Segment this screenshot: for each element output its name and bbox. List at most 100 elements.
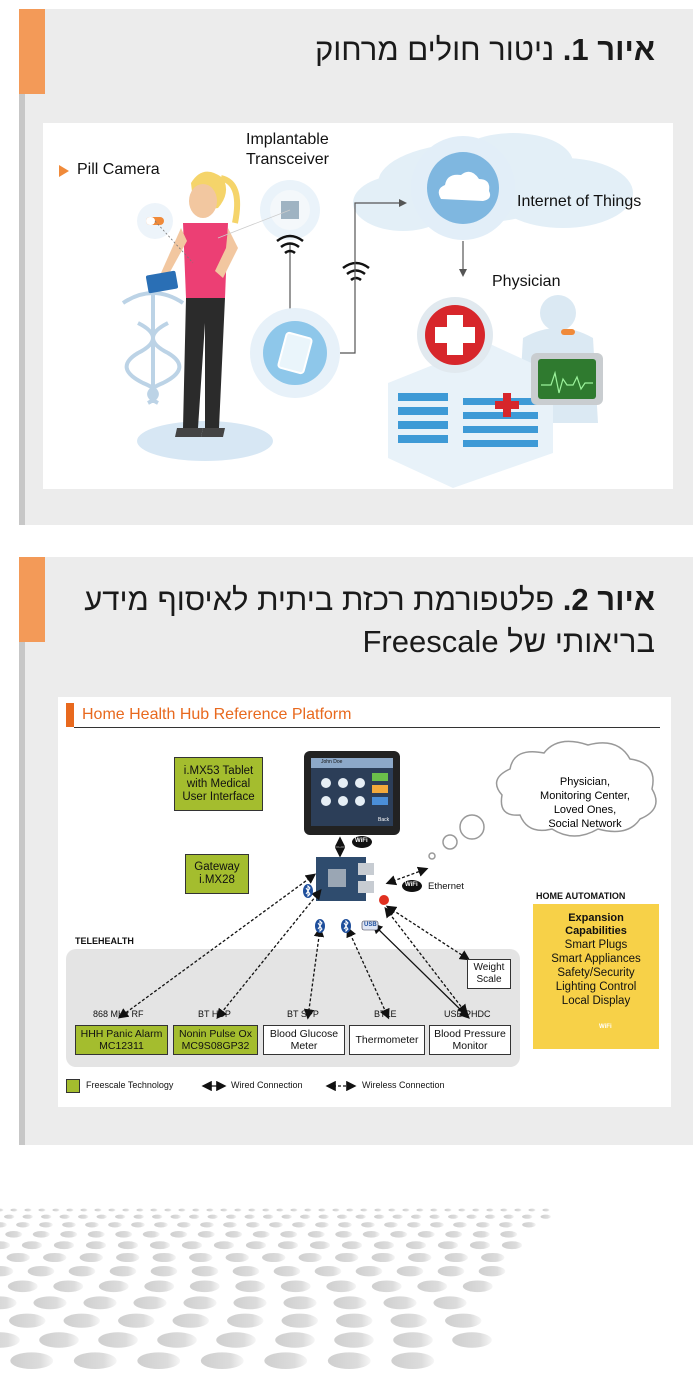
device-box-blood-pressure: Blood Pressure Monitor — [429, 1025, 511, 1055]
decorative-dot — [262, 1208, 270, 1212]
decorative-dot — [355, 1214, 366, 1219]
decorative-dot — [437, 1241, 459, 1250]
tablet-screen-back: Back — [378, 817, 390, 823]
decorative-dot — [333, 1296, 367, 1310]
decorative-dot — [200, 1352, 244, 1370]
decorative-dot — [528, 1208, 536, 1212]
decorative-dot — [390, 1313, 427, 1328]
decorative-dot — [281, 1313, 318, 1328]
automation-item: Smart Appliances — [551, 953, 641, 965]
decorative-dot — [472, 1208, 480, 1212]
home-automation-title: HOME AUTOMATION — [536, 891, 626, 901]
decorative-dot — [197, 1231, 215, 1238]
mobile-device-bubble — [250, 308, 340, 398]
decorative-dot — [290, 1208, 298, 1212]
decorative-dot — [133, 1296, 167, 1310]
decorative-dot — [164, 1208, 172, 1212]
physician-label: Physician — [492, 273, 561, 290]
decorative-dot — [337, 1214, 348, 1219]
figure-1-illustration: Pill Camera Implantable Transceiver Inte… — [43, 123, 673, 489]
decorative-dot — [453, 1222, 467, 1228]
decorative-dot — [501, 1241, 523, 1250]
decorative-dot — [87, 1231, 105, 1238]
decorative-dot — [53, 1241, 75, 1250]
implantable-label-line2: Transceiver — [246, 151, 329, 168]
decorative-dot — [276, 1208, 284, 1212]
decorative-dot — [10, 1208, 18, 1212]
cloud-label-line2: Monitoring Center, — [540, 790, 630, 802]
decorative-dot — [346, 1208, 354, 1212]
decorative-dot — [189, 1280, 220, 1293]
decorative-dot — [85, 1222, 99, 1228]
decorative-dot — [390, 1231, 408, 1238]
figure-2-title-line1: פלטפורמת רכזת ביתית לאיסוף מידע — [84, 582, 555, 617]
device-line: Blood Glucose — [269, 1028, 339, 1040]
decorative-dot — [24, 1208, 32, 1212]
decorative-dot — [191, 1266, 219, 1277]
connection-label: USB PHDC — [444, 1009, 491, 1019]
wifi-logo-tablet — [352, 836, 372, 848]
gateway-label-box: Gateway i.MX28 — [185, 854, 249, 894]
decorative-dot — [227, 1313, 264, 1328]
cloud-label-line3: Loved Ones, — [553, 804, 617, 816]
decorative-dot — [83, 1296, 117, 1310]
decorative-dot — [335, 1252, 359, 1263]
figure-1-accent-bar — [19, 9, 45, 94]
decorative-dot — [183, 1296, 217, 1310]
decorative-dot — [371, 1252, 395, 1263]
decorative-dot — [417, 1231, 435, 1238]
decorative-dot — [281, 1214, 292, 1219]
decorative-dot — [405, 1241, 427, 1250]
decorative-dot — [277, 1241, 299, 1250]
decorative-dot — [21, 1241, 43, 1250]
decorative-dot — [355, 1266, 383, 1277]
usb-label: USB — [364, 922, 377, 928]
gateway-label-line2: i.MX28 — [199, 874, 235, 886]
decorative-dot — [137, 1352, 181, 1370]
usb-icon — [361, 920, 379, 931]
decorative-dot — [0, 1296, 17, 1310]
automation-item: Smart Plugs — [564, 939, 628, 951]
expansion-heading-line1: Expansion — [568, 912, 624, 924]
patient-figure — [145, 171, 241, 437]
decorative-dot — [500, 1208, 508, 1212]
wifi-label-tablet: WiFi — [355, 838, 368, 844]
legend-freescale-label: Freescale Technology — [86, 1080, 174, 1090]
decorative-dot — [178, 1208, 186, 1212]
implantable-label-line1: Implantable — [246, 131, 329, 148]
decorative-dot — [79, 1252, 103, 1263]
decorative-dot — [235, 1280, 266, 1293]
decorative-dot — [326, 1280, 357, 1293]
decorative-dot — [448, 1214, 459, 1219]
decorative-dot — [300, 1214, 311, 1219]
decorative-dot — [273, 1266, 301, 1277]
decorative-dot — [341, 1241, 363, 1250]
decorative-dot — [472, 1231, 490, 1238]
decorative-dot — [371, 1280, 402, 1293]
decorative-dot — [9, 1313, 46, 1328]
gateway-board — [316, 857, 374, 901]
decorative-dot — [207, 1214, 218, 1219]
decorative-dot — [131, 1222, 145, 1228]
figure-1-title-text: ניטור חולים מרחוק — [314, 32, 555, 67]
remote-monitoring-illustration — [59, 133, 633, 488]
wifi-label-ethernet: WiFi — [405, 882, 418, 888]
connection-line-to-cloud — [340, 202, 403, 354]
iot-label: Internet of Things — [517, 193, 642, 210]
decorative-dot — [315, 1222, 329, 1228]
decorative-dot — [280, 1280, 311, 1293]
decorative-dot — [60, 1231, 78, 1238]
decorative-dot — [445, 1313, 482, 1328]
decorative-dot — [452, 1332, 492, 1348]
decorative-dot — [223, 1222, 237, 1228]
figure-2-title-line2: בריאותי של Freescale — [362, 624, 655, 659]
decorative-dot — [393, 1332, 433, 1348]
decorative-dot — [118, 1313, 155, 1328]
decorative-dot — [39, 1222, 53, 1228]
connection-label: 868 MHz RF — [93, 1009, 144, 1019]
decorative-dot — [98, 1332, 138, 1348]
decorative-dot — [481, 1252, 505, 1263]
decorative-dot — [374, 1208, 382, 1212]
medical-cross-icon — [417, 297, 493, 373]
device-box-glucose: Blood Glucose Meter — [263, 1025, 345, 1055]
